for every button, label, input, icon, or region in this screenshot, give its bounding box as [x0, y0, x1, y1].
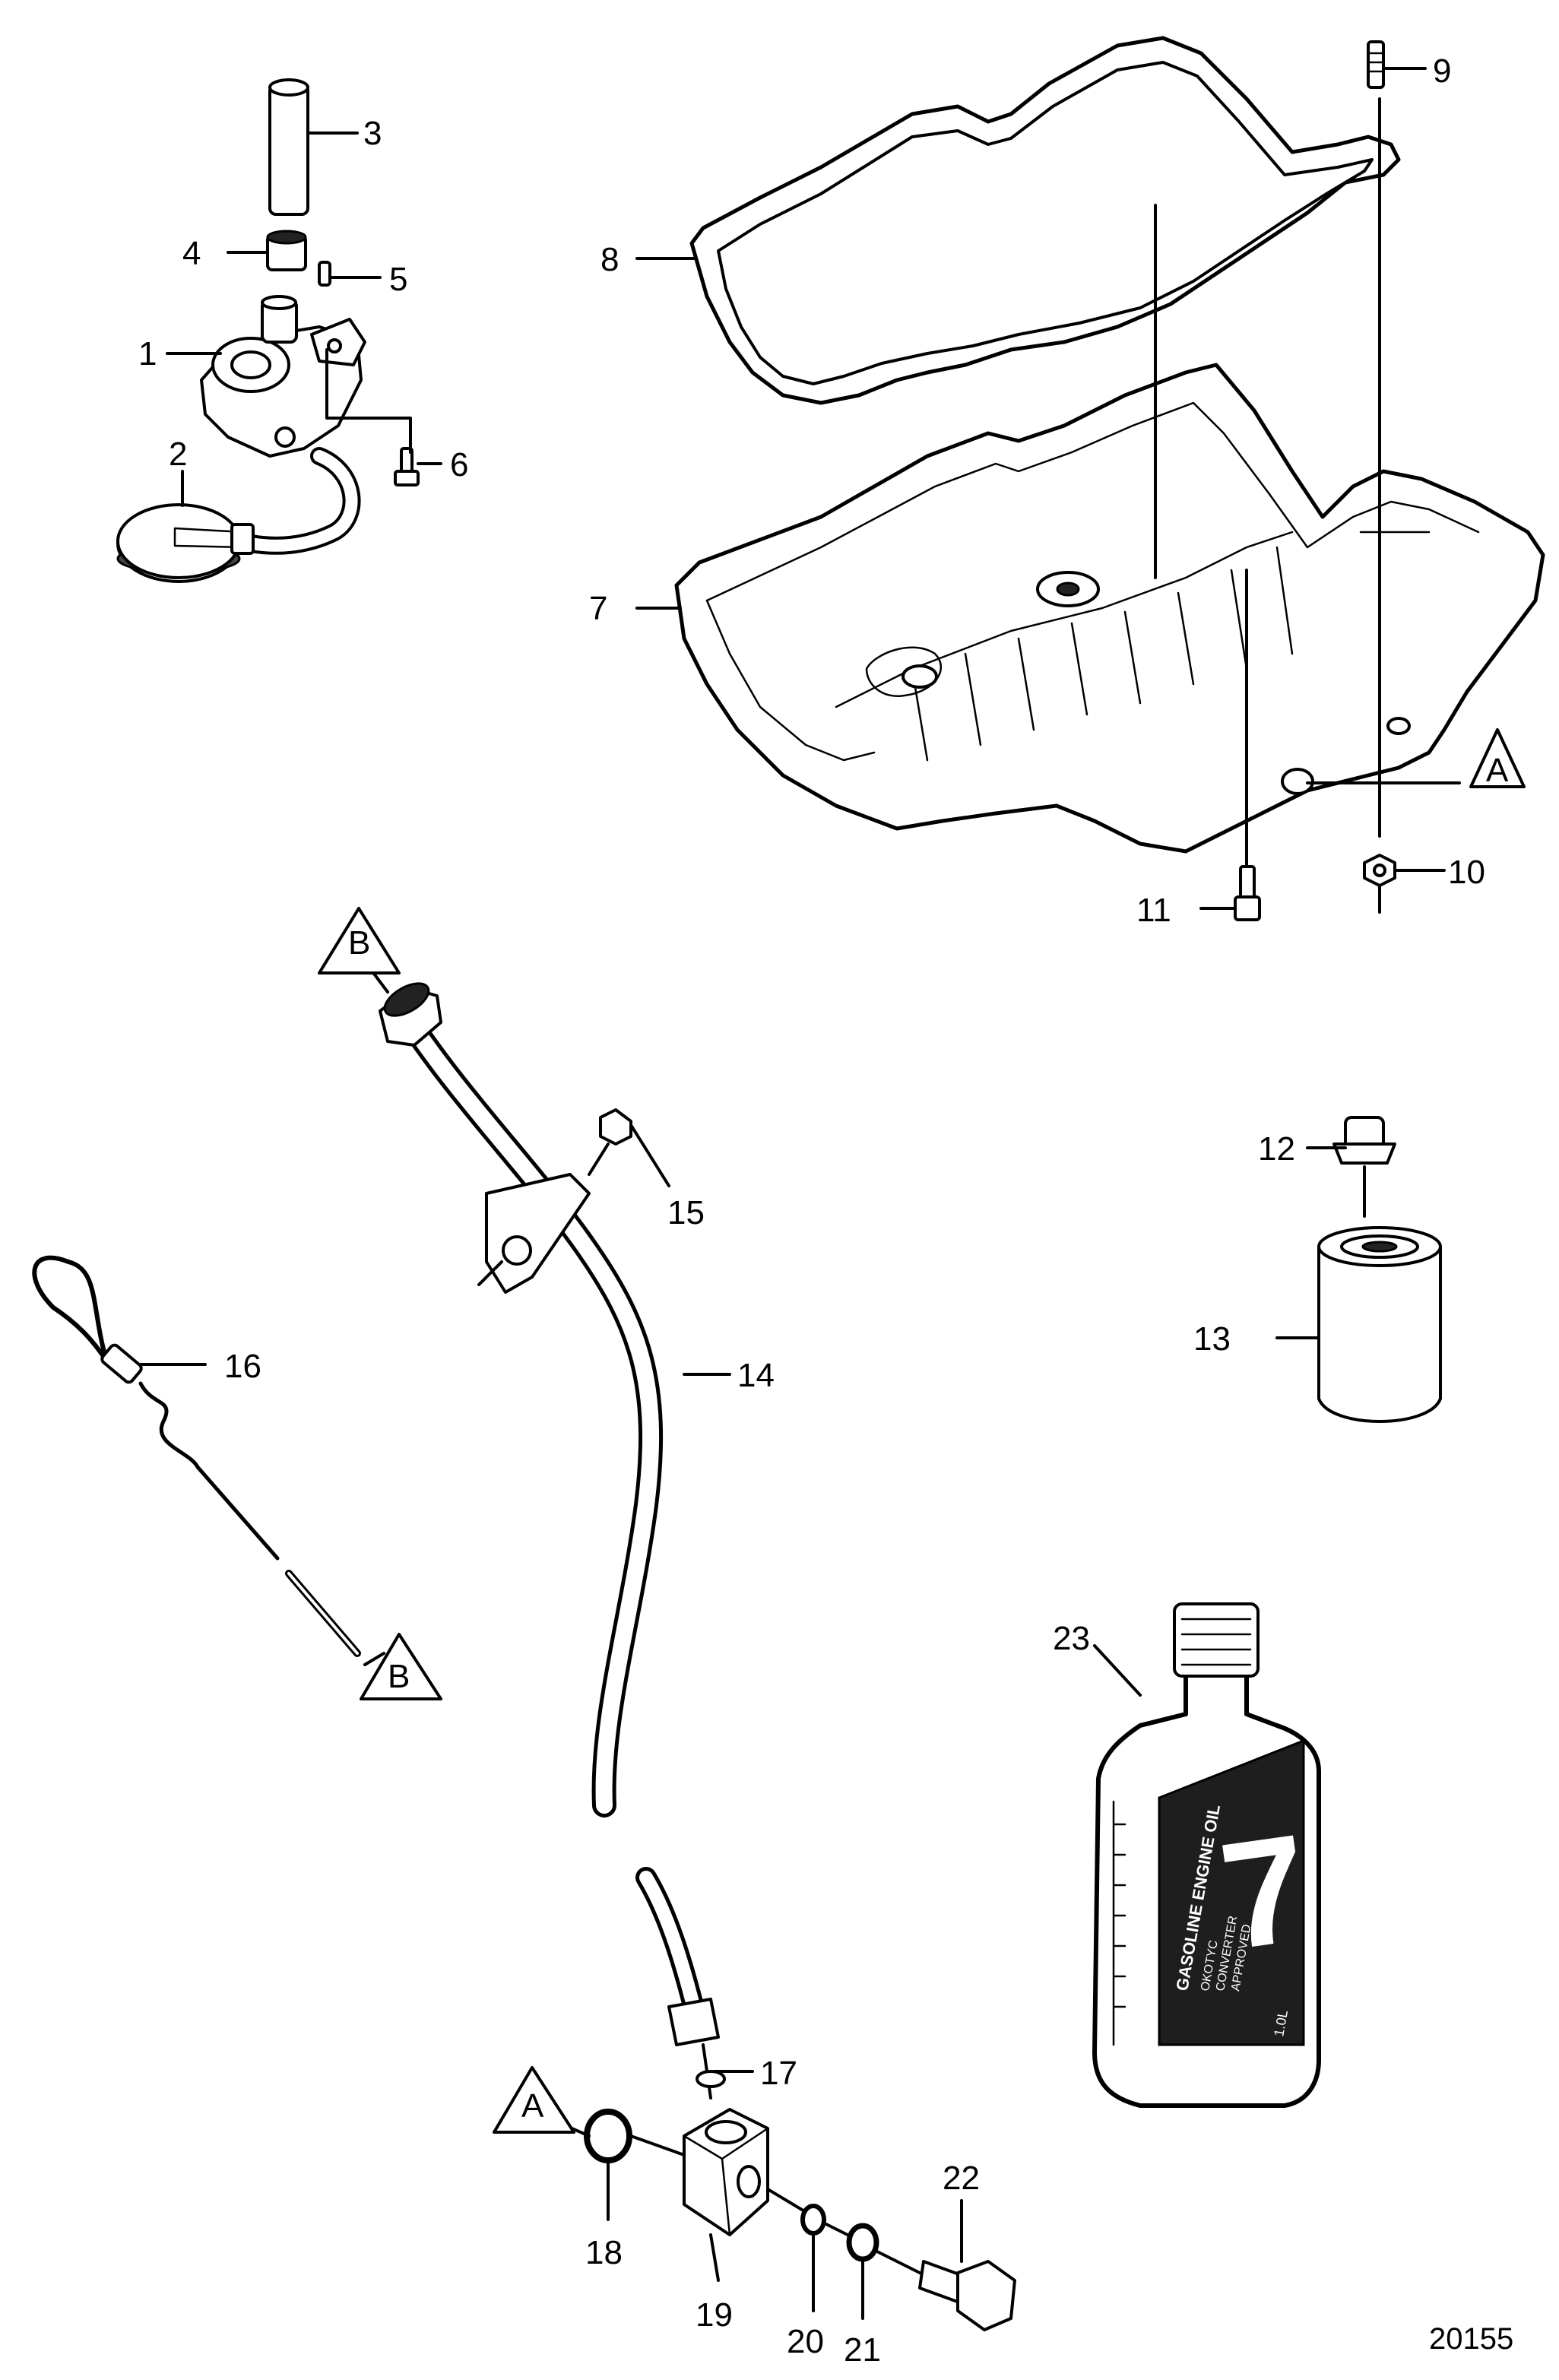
callout-a-pan-label: A: [1486, 752, 1509, 789]
part-label-14: 14: [737, 1357, 775, 1394]
part-label-11: 11: [1136, 892, 1171, 929]
callout-a-drain-label: A: [521, 2087, 544, 2125]
part-label-16: 16: [224, 1348, 261, 1385]
part-label-1: 1: [138, 335, 157, 372]
part-label-4: 4: [182, 235, 201, 272]
part-label-5: 5: [389, 261, 407, 298]
part-label-3: 3: [363, 115, 382, 152]
dipstick-tube-assembly: [379, 982, 664, 1817]
part-label-10: 10: [1448, 854, 1485, 891]
callout-a-pan: A: [1469, 728, 1526, 789]
oil-pump-assembly: [116, 78, 420, 583]
part-label-20: 20: [787, 2323, 824, 2360]
part-labels: 1 2 3 4 5 6 7 8 9 10 11 12 13 14 15 16 1…: [138, 52, 1485, 2369]
part-label-15: 15: [667, 1194, 705, 1231]
part-label-8: 8: [600, 241, 619, 278]
callout-b-top-label: B: [348, 924, 370, 962]
drain-fitting-assembly: [584, 1867, 1016, 2331]
callout-b-top: B: [318, 907, 401, 975]
part-label-21: 21: [844, 2331, 881, 2369]
figure-number: 20155: [1429, 2322, 1513, 2356]
part-label-18: 18: [585, 2234, 623, 2271]
callout-a-drain: A: [493, 2066, 575, 2134]
part-label-19: 19: [696, 2296, 733, 2334]
part-label-17: 17: [760, 2055, 797, 2092]
oil-filter-assembly: [1317, 1116, 1442, 1423]
part-label-12: 12: [1258, 1130, 1295, 1168]
leader-lines: [139, 67, 1461, 2320]
callout-b-bottom-label: B: [388, 1658, 410, 1695]
callout-b-bottom: B: [360, 1633, 442, 1700]
oil-bottle: GASOLINE ENGINE OIL OKOTYC CONVERTER APP…: [1092, 1602, 1321, 2108]
part-label-2: 2: [169, 436, 187, 473]
part-label-9: 9: [1433, 52, 1451, 90]
part-label-7: 7: [589, 590, 607, 627]
dipstick: [32, 1255, 361, 1657]
part-label-22: 22: [943, 2160, 980, 2197]
part-label-13: 13: [1193, 1320, 1231, 1358]
oil-pan-assembly: [674, 36, 1545, 921]
part-label-6: 6: [450, 446, 468, 483]
part-label-23: 23: [1053, 1620, 1090, 1657]
